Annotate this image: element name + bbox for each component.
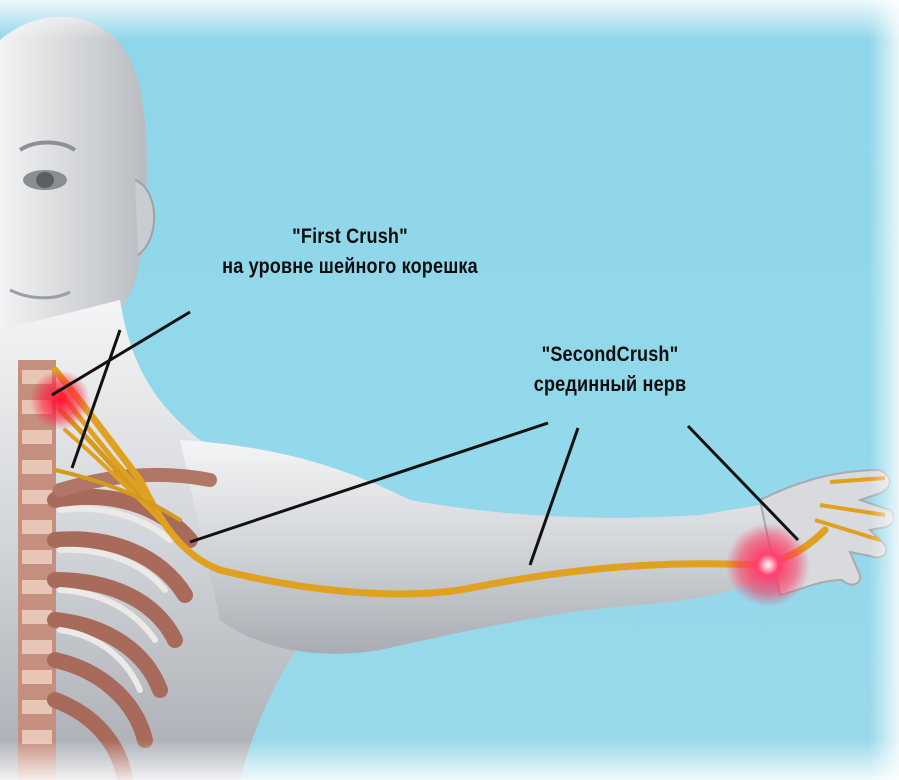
first-crush-label: "First Crush" на уровне шейного корешка xyxy=(195,222,505,282)
right-fade xyxy=(869,0,899,780)
first-crush-title: "First Crush" xyxy=(195,222,505,252)
second-crush-subtitle: срединный нерв xyxy=(481,370,739,400)
bottom-fade xyxy=(0,740,899,780)
second-crush-label: "SecondCrush" срединный нерв xyxy=(481,340,739,400)
second-crush-title: "SecondCrush" xyxy=(481,340,739,370)
head-figure xyxy=(0,17,154,345)
top-fade xyxy=(0,0,899,40)
first-crush-subtitle: на уровне шейного корешка xyxy=(195,252,505,282)
second-crush-glow xyxy=(726,523,810,607)
